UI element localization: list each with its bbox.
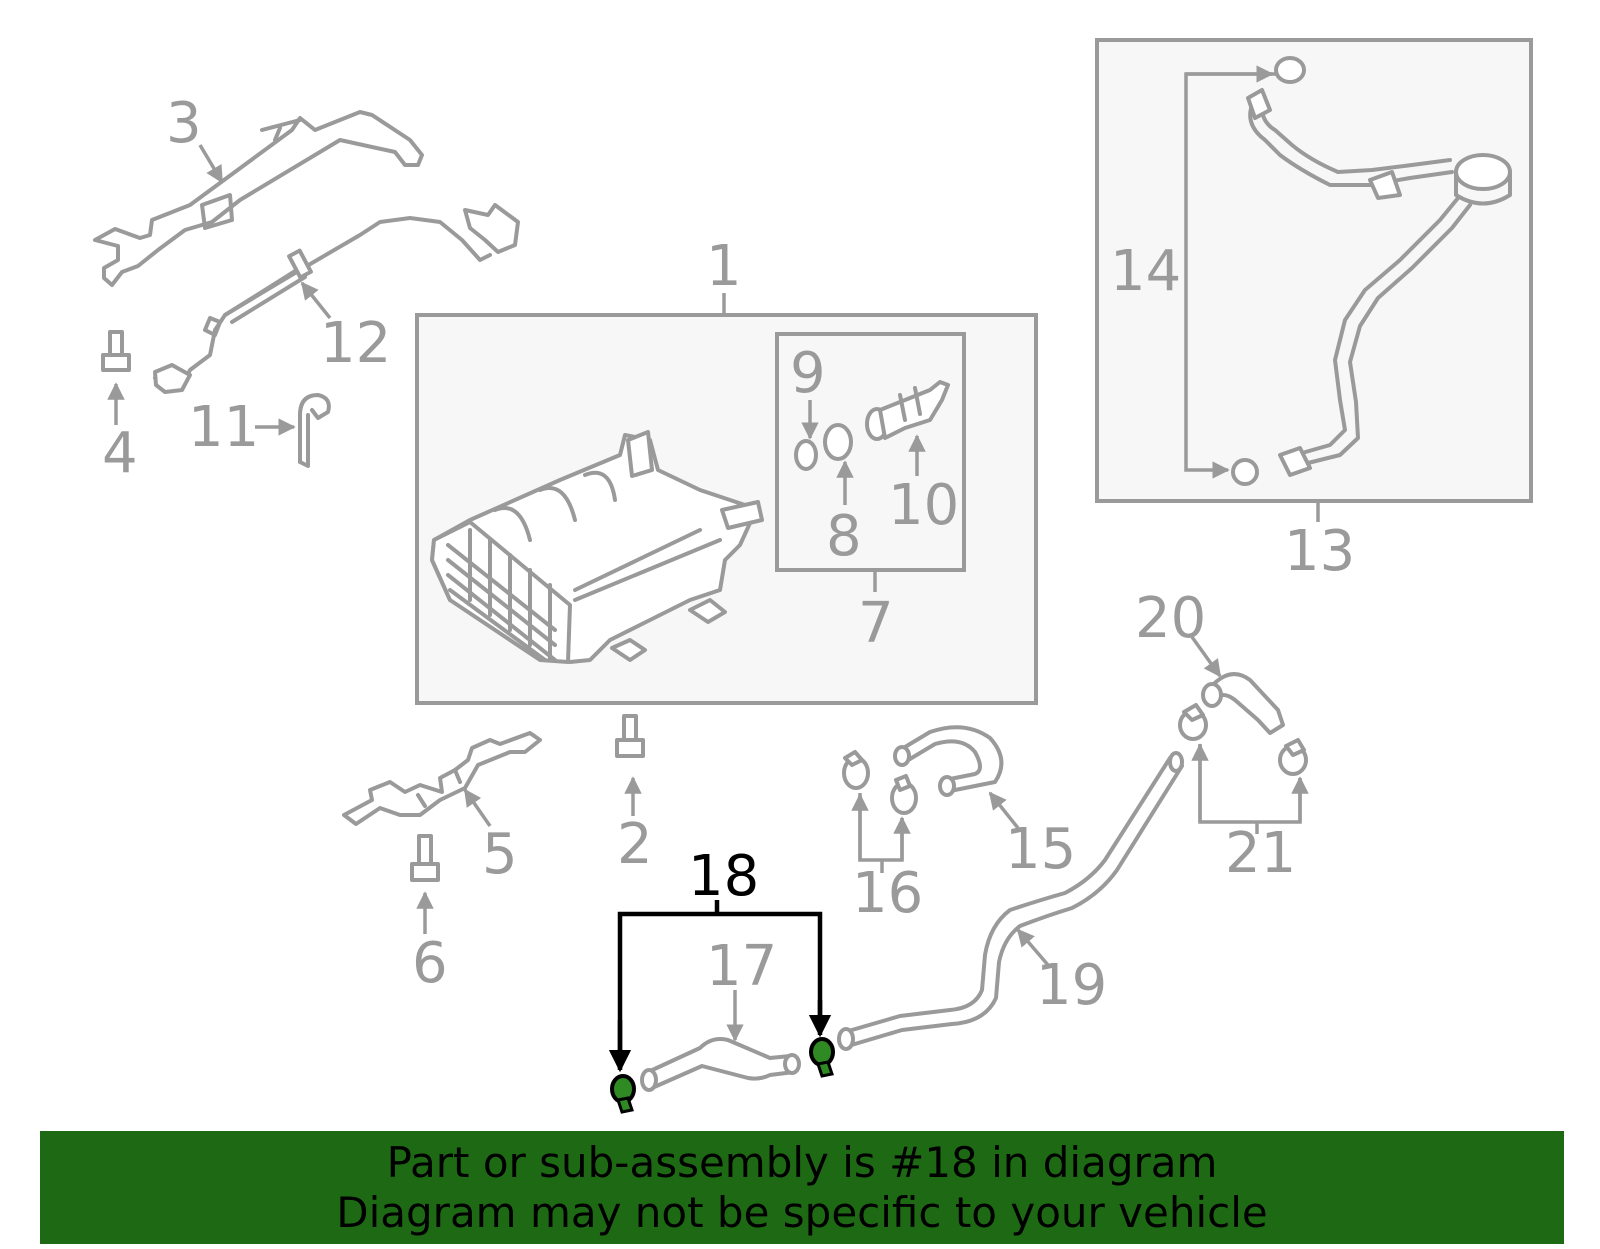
callout-17: 17: [706, 934, 777, 999]
callout-1: 1: [706, 234, 742, 299]
callout-16: 16: [852, 861, 923, 926]
part-1-canister[interactable]: [430, 430, 764, 664]
callout-3: 3: [166, 91, 202, 156]
part-3-bracket[interactable]: [93, 110, 424, 287]
banner-line-1: Part or sub-assembly is #18 in diagram: [386, 1137, 1218, 1187]
callout-2: 2: [617, 812, 653, 877]
callout-19: 19: [1036, 953, 1107, 1018]
callout-18: 18: [688, 844, 759, 909]
callout-14: 14: [1110, 239, 1181, 304]
info-banner: Part or sub-assembly is #18 in diagram D…: [40, 1131, 1564, 1244]
callout-10: 10: [888, 473, 959, 538]
part-17-hose[interactable]: [640, 1037, 801, 1092]
part-12-wire-harness[interactable]: [153, 203, 520, 394]
callout-labels: 1 2 3 4 5 6 7 8 9 10 11 12 13 14 15 16 1…: [102, 91, 1355, 1018]
callout-12: 12: [320, 311, 391, 376]
callout-4: 4: [102, 421, 138, 486]
part-15-hose[interactable]: [893, 725, 1004, 797]
callout-21: 21: [1225, 821, 1296, 886]
callout-15: 15: [1005, 817, 1076, 882]
callout-6: 6: [412, 931, 448, 996]
part-8-o-ring[interactable]: [823, 423, 853, 461]
part-10-valve[interactable]: [865, 380, 950, 441]
part-20-hose[interactable]: [1201, 672, 1285, 735]
leader-lines: [107, 65, 1320, 1073]
part-11-clip[interactable]: [298, 393, 331, 468]
callout-11: 11: [188, 395, 259, 460]
callout-13: 13: [1284, 519, 1355, 584]
part-18-clamp-right[interactable]: [809, 1037, 835, 1067]
callout-20: 20: [1135, 586, 1206, 651]
part-2-bolt[interactable]: [615, 714, 645, 758]
banner-line-2: Diagram may not be specific to your vehi…: [336, 1187, 1268, 1237]
part-16-clamps[interactable]: [842, 750, 918, 815]
part-18-clamps[interactable]: [610, 1037, 835, 1114]
callout-9: 9: [790, 341, 826, 406]
part-4-bolt[interactable]: [101, 330, 131, 372]
part-19-hose[interactable]: [837, 751, 1184, 1051]
part-6-bolt[interactable]: [410, 834, 440, 882]
part-21-clamps[interactable]: [1178, 703, 1308, 776]
callout-5: 5: [482, 822, 518, 887]
callout-7: 7: [858, 591, 894, 656]
hose-assembly-box: [1095, 38, 1533, 503]
callout-8: 8: [826, 504, 862, 569]
part-13-hose-assembly[interactable]: [1231, 56, 1512, 486]
part-9-o-ring[interactable]: [794, 439, 818, 471]
part-5-bracket[interactable]: [342, 731, 542, 826]
